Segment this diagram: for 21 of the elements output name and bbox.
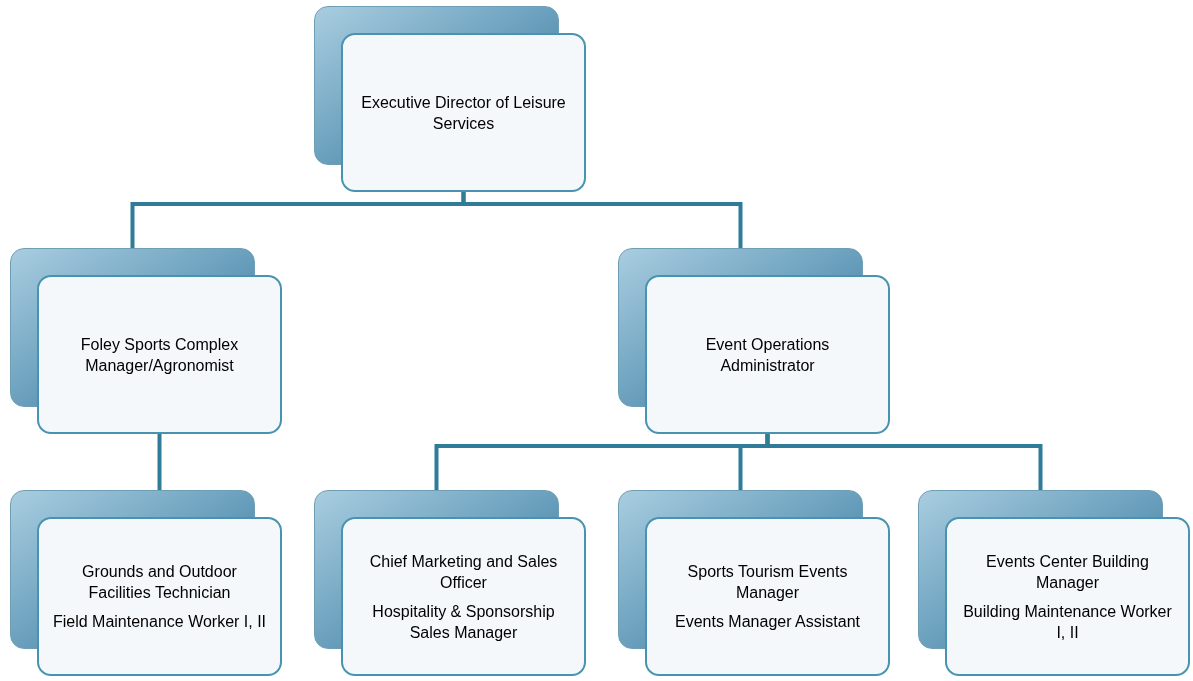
org-card [10, 248, 282, 434]
role-title: Hospitality & Sponsorship Sales Manager [371, 601, 556, 643]
org-card [618, 248, 890, 434]
connector-line [157, 434, 162, 490]
connector-line [765, 434, 1043, 490]
org-card [10, 490, 282, 676]
org-card [618, 490, 890, 676]
role-title: Field Maintenance Worker I, II [52, 612, 267, 632]
org-card [314, 490, 586, 676]
role-title: Events Center Building Manager [985, 551, 1150, 593]
role-title: Grounds and Outdoor Facilities Technician [81, 562, 238, 603]
role-title: Foley Sports Complex Manager/Agronomist [79, 334, 240, 376]
role-title: Event Operations Administrator [704, 334, 831, 376]
role-title: Sports Tourism Events Manager [686, 562, 849, 603]
connector-line [461, 192, 743, 248]
role-title: Executive Director of Leisure Services [360, 92, 567, 134]
role-title: Events Manager Assistant [675, 612, 860, 632]
role-title: Building Maintenance Worker I, II [962, 601, 1173, 643]
role-title: Chief Marketing and Sales Officer [368, 551, 559, 593]
org-card [314, 6, 586, 192]
org-card [918, 490, 1190, 676]
